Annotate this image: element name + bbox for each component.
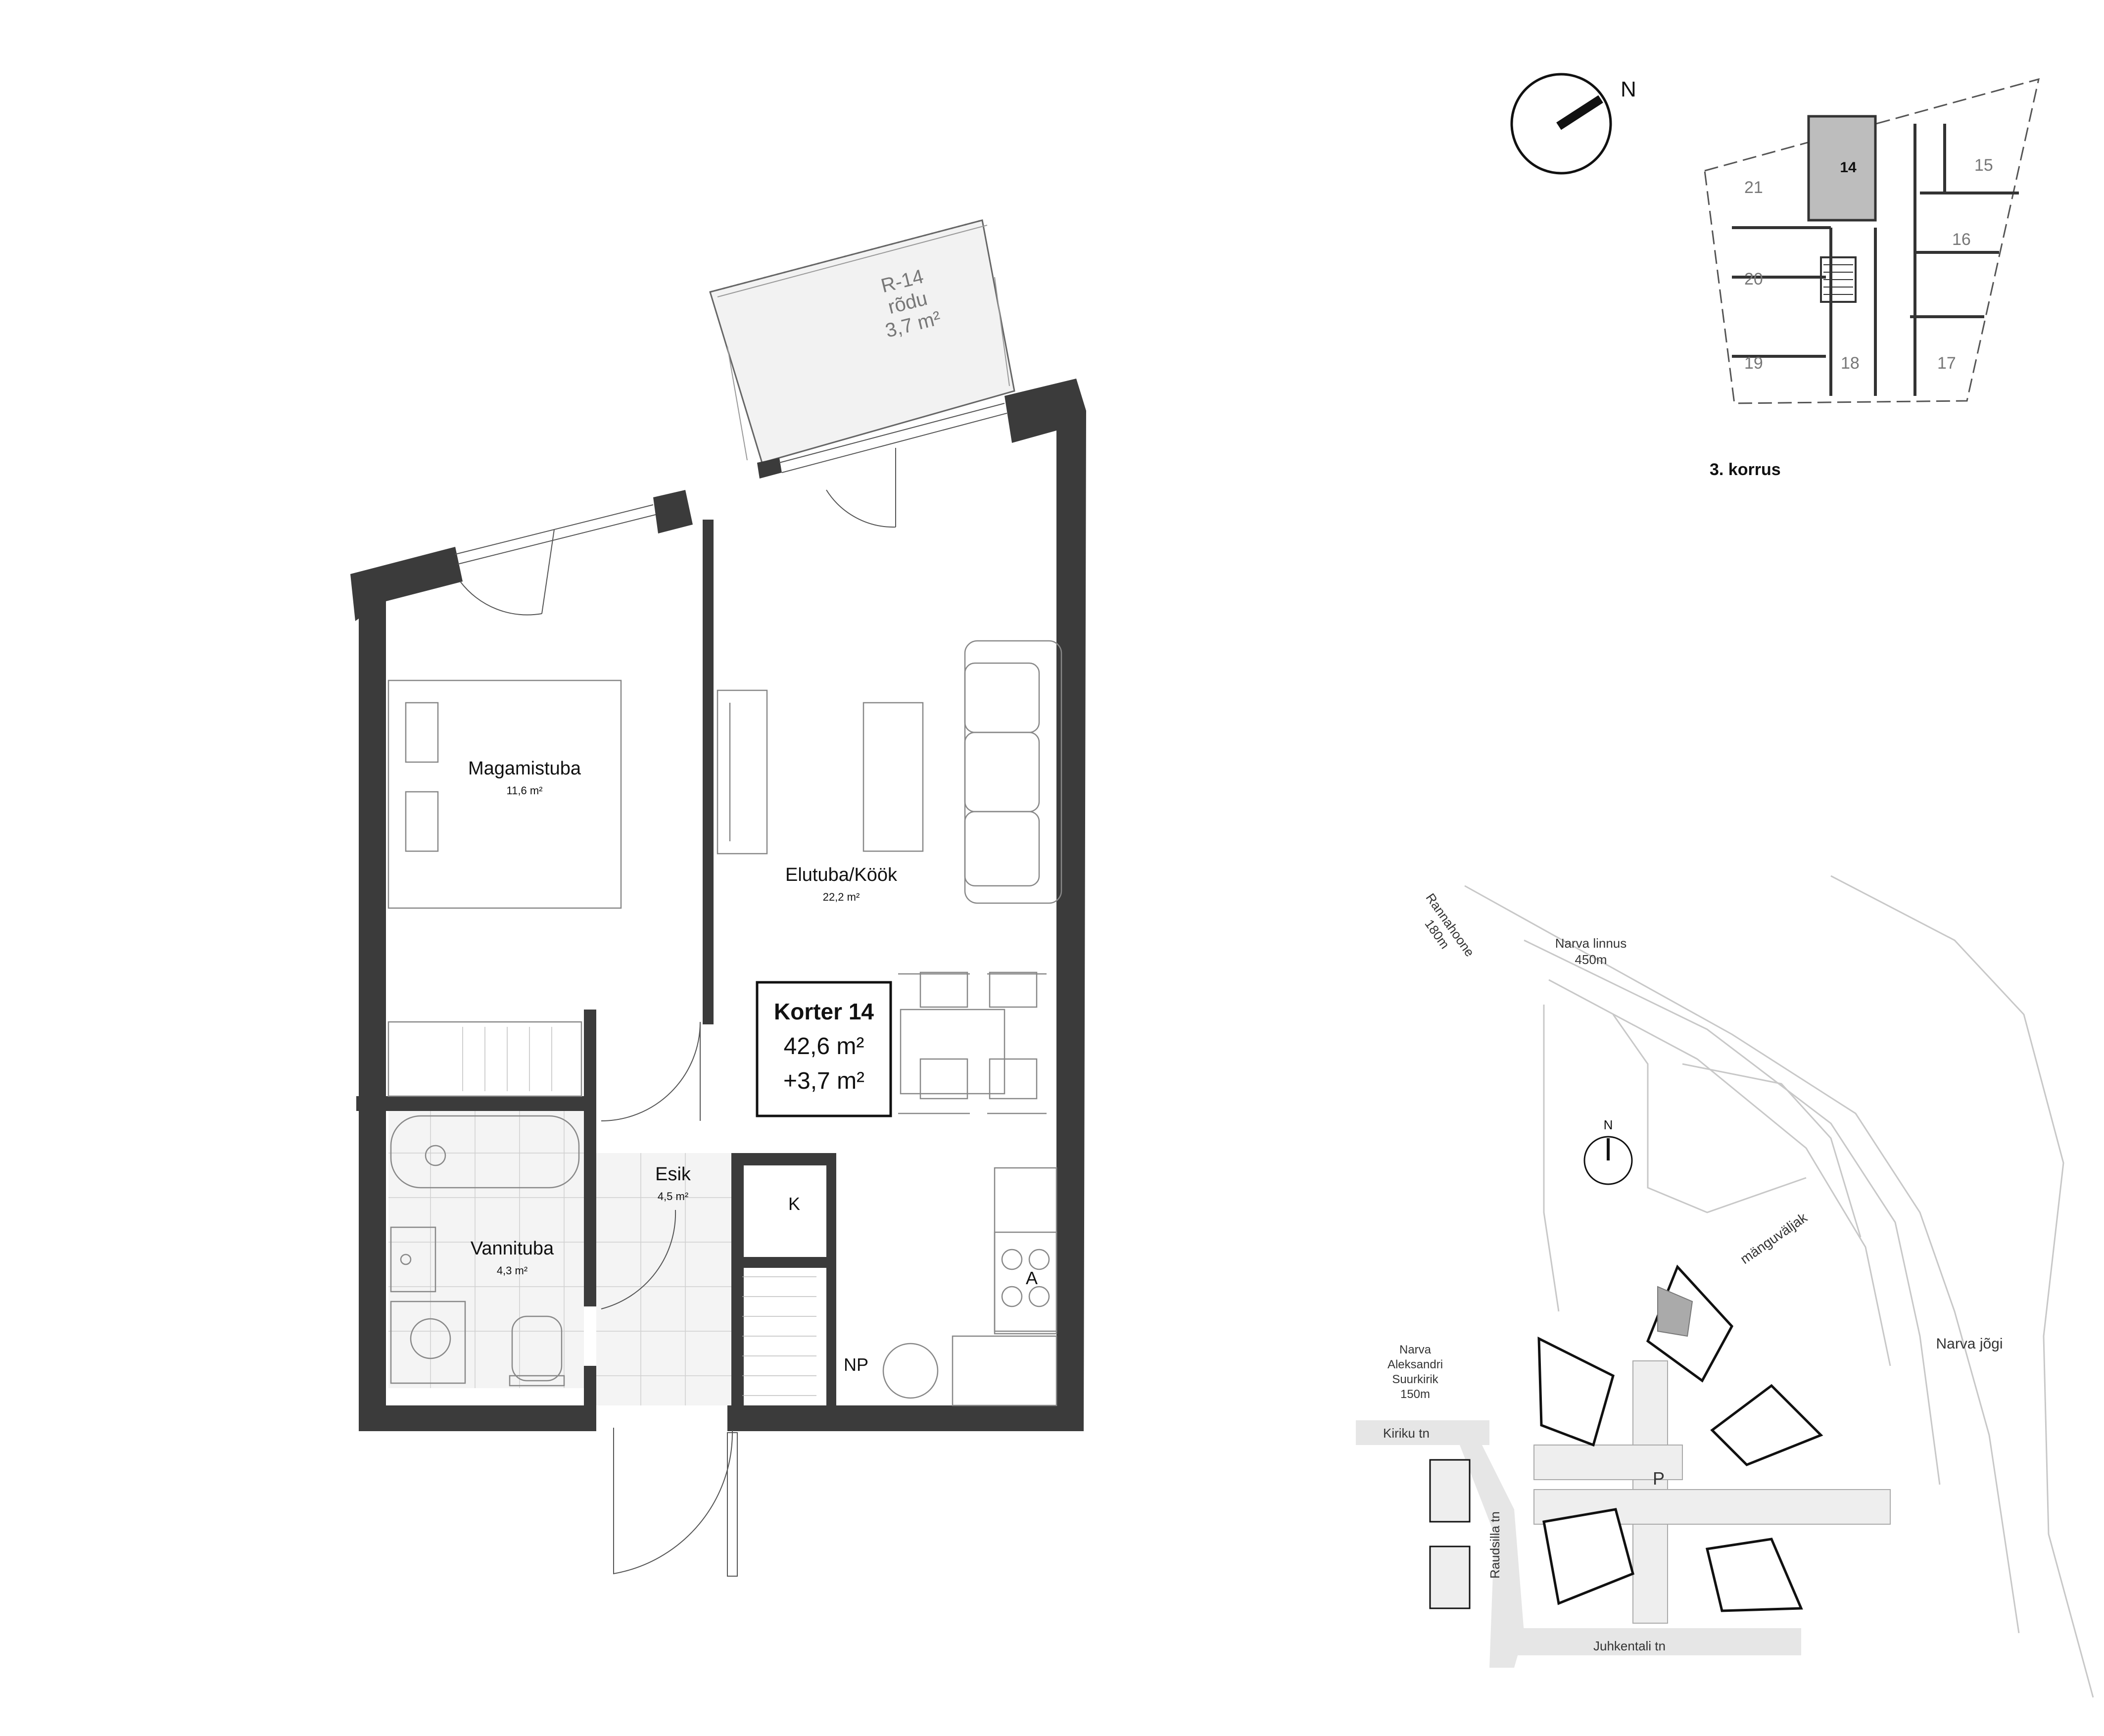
apartment-divider bbox=[826, 1153, 836, 1405]
wardrobe bbox=[387, 1021, 582, 1097]
room-name-elutuba: Elutuba/Köök bbox=[785, 865, 898, 885]
apartment-area: 42,6 m² bbox=[784, 1033, 864, 1060]
sofa bbox=[964, 640, 1062, 904]
closet-shelves bbox=[742, 1276, 816, 1396]
compass-ring bbox=[1510, 73, 1612, 175]
keyplan-unit-18: 18 bbox=[1841, 354, 1860, 373]
doors bbox=[460, 448, 896, 1577]
keyplan-highlight-unit bbox=[1807, 115, 1877, 222]
room-area-vannituba: 4,3 m² bbox=[497, 1264, 527, 1277]
label-manguvaljak: mänguväljak bbox=[1737, 1209, 1810, 1267]
keyplan: 21 14 15 16 20 19 18 17 3. korrus bbox=[1704, 78, 2040, 479]
room-area-elutuba: 22,2 m² bbox=[823, 891, 860, 903]
room-name-esik: Esik bbox=[655, 1164, 691, 1185]
label-narva: Narva bbox=[1399, 1343, 1432, 1356]
sink bbox=[390, 1226, 436, 1293]
site-compass-ring bbox=[1583, 1136, 1633, 1185]
hallway-tiles bbox=[596, 1153, 735, 1405]
washing-machine bbox=[390, 1301, 466, 1384]
apartment-extra-area: +3,7 m² bbox=[783, 1068, 864, 1094]
label-juhkentali-tn: Juhkentali tn bbox=[1593, 1639, 1666, 1653]
apartment-info-box: Korter 14 42,6 m² +3,7 m² bbox=[756, 981, 892, 1117]
compass-north-label: N bbox=[1621, 77, 1636, 101]
label-narva-linnus-dist: 450m bbox=[1575, 952, 1607, 967]
keyplan-unit-21: 21 bbox=[1744, 178, 1763, 197]
kitchen-counter bbox=[882, 1167, 1057, 1406]
toilet bbox=[509, 1315, 565, 1387]
keyplan-unit-17: 17 bbox=[1937, 354, 1956, 373]
label-narva-jogi: Narva jõgi bbox=[1936, 1336, 2003, 1352]
label-narva-linnus: Narva linnus bbox=[1555, 936, 1627, 951]
coffee-table bbox=[862, 702, 924, 852]
keyplan-unit-20: 20 bbox=[1744, 270, 1763, 289]
apartment-floorplan: Magamistuba 11,6 m² Elutuba/Köök 22,2 m²… bbox=[350, 219, 1086, 1577]
bed bbox=[387, 679, 622, 909]
windows bbox=[455, 403, 1007, 565]
label-suurkirik: Suurkirik bbox=[1392, 1373, 1438, 1386]
terrain-lines bbox=[1464, 875, 2094, 1698]
siteplan: N Rannahoone 180m Narva linnus 450m mäng… bbox=[1356, 875, 2094, 1698]
room-area-magamistuba: 11,6 m² bbox=[507, 784, 543, 797]
walls bbox=[350, 379, 1086, 1431]
room-area-esik: 4,5 m² bbox=[658, 1190, 688, 1203]
keyplan-floor-label: 3. korrus bbox=[1710, 460, 1781, 479]
label-suurkirik-dist: 150m bbox=[1400, 1388, 1430, 1401]
bathroom-tiles bbox=[388, 1111, 584, 1388]
keyplan-unit-19: 19 bbox=[1744, 354, 1763, 373]
compass: N bbox=[1510, 73, 1636, 175]
site-buildings bbox=[1537, 1264, 1823, 1612]
label-aleksandri: Aleksandri bbox=[1387, 1358, 1443, 1371]
room-name-magamistuba: Magamistuba bbox=[468, 758, 581, 779]
tv-unit bbox=[717, 689, 768, 855]
label-kiriku-tn: Kiriku tn bbox=[1383, 1426, 1430, 1441]
label-k: K bbox=[788, 1194, 800, 1214]
label-np: NP bbox=[844, 1354, 868, 1375]
balcony bbox=[709, 219, 1015, 464]
room-name-vannituba: Vannituba bbox=[471, 1238, 554, 1259]
label-a: A bbox=[1026, 1268, 1038, 1288]
neighbor-buildings bbox=[1429, 1459, 1471, 1609]
site-compass-north-label: N bbox=[1604, 1117, 1613, 1132]
keyplan-unit-14: 14 bbox=[1840, 159, 1857, 176]
apartment-title: Korter 14 bbox=[774, 999, 874, 1024]
compass-needle bbox=[1556, 95, 1603, 130]
label-parking: P bbox=[1653, 1468, 1665, 1489]
dining-table bbox=[898, 971, 1047, 1114]
keyplan-unit-15: 15 bbox=[1974, 156, 1993, 175]
keyplan-unit-16: 16 bbox=[1952, 230, 1971, 249]
label-raudsilla-tn: Raudsilla tn bbox=[1487, 1511, 1502, 1579]
roads bbox=[1356, 1360, 1891, 1668]
bathtub bbox=[390, 1115, 580, 1189]
